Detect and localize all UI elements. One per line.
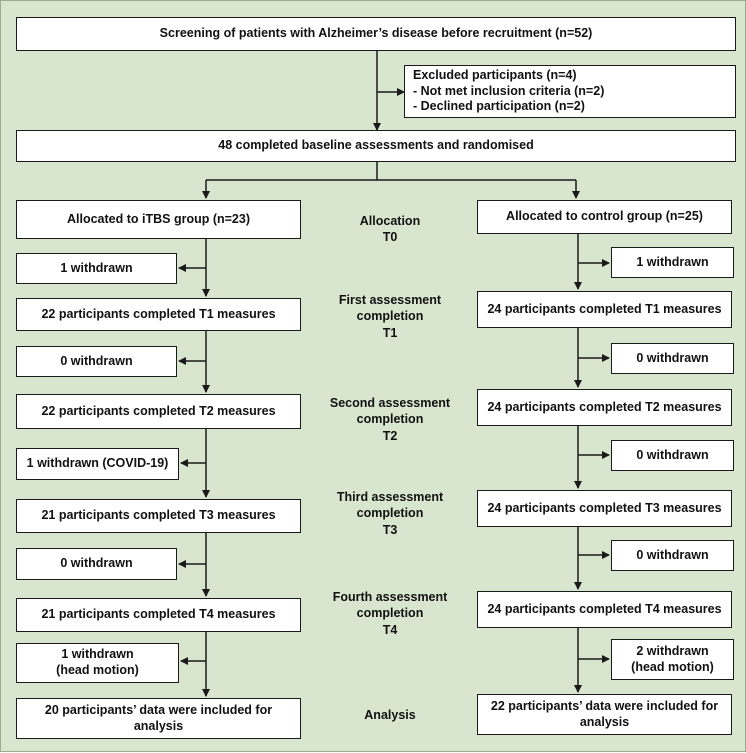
itbs-withdrawn-box: 1 withdrawn bbox=[16, 253, 177, 284]
itbs-withdrawn-box: 0 withdrawn bbox=[16, 346, 177, 377]
itbs-t1-box: 22 participants completed T1 measures bbox=[16, 298, 301, 331]
control-t3-box: 24 participants completed T3 measures bbox=[477, 490, 732, 527]
excluded-reason: - Not met inclusion criteria (n=2) bbox=[413, 83, 605, 98]
control-t1-box: 24 participants completed T1 measures bbox=[477, 291, 732, 328]
itbs-t2-box: 22 participants completed T2 measures bbox=[16, 394, 301, 429]
stage-label-analysis: Analysis bbox=[364, 708, 416, 722]
itbs-t3-box: 21 participants completed T3 measures bbox=[16, 499, 301, 533]
itbs-withdrawn-box: 1 withdrawn(head motion) bbox=[16, 643, 179, 683]
control-t4-box: 24 participants completed T4 measures bbox=[477, 591, 732, 628]
excluded-box: Excluded participants (n=4) - Not met in… bbox=[404, 65, 736, 118]
control-withdrawn-box: 2 withdrawn(head motion) bbox=[611, 639, 734, 680]
control-withdrawn-box: 0 withdrawn bbox=[611, 440, 734, 471]
control-withdrawn-box: 1 withdrawn bbox=[611, 247, 734, 278]
control-withdrawn-box: 0 withdrawn bbox=[611, 540, 734, 571]
itbs-withdrawn-box: 0 withdrawn bbox=[16, 548, 177, 580]
itbs-allocated-box: Allocated to iTBS group (n=23) bbox=[16, 200, 301, 239]
itbs-t4-box: 21 participants completed T4 measures bbox=[16, 598, 301, 632]
control-t2-box: 24 participants completed T2 measures bbox=[477, 389, 732, 426]
itbs-withdrawn-box: 1 withdrawn (COVID-19) bbox=[16, 448, 179, 480]
excluded-reason: - Declined participation (n=2) bbox=[413, 99, 585, 114]
screening-box: Screening of patients with Alzheimer’s d… bbox=[16, 17, 736, 51]
baseline-box: 48 completed baseline assessments and ra… bbox=[16, 130, 736, 162]
control-withdrawn-box: 0 withdrawn bbox=[611, 343, 734, 374]
excluded-title: Excluded participants (n=4) bbox=[413, 68, 577, 83]
control-allocated-box: Allocated to control group (n=25) bbox=[477, 200, 732, 234]
